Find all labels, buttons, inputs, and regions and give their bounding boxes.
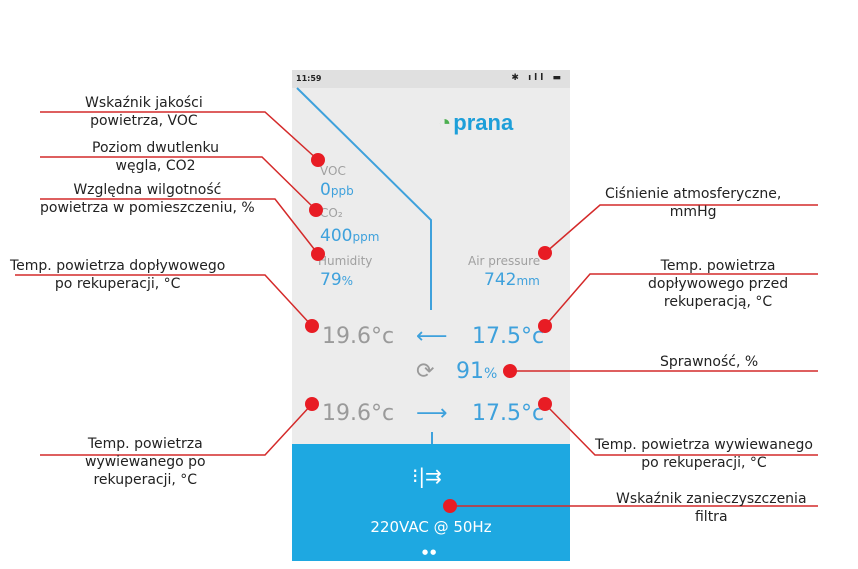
humidity-value: 79% [320, 270, 354, 290]
prana-logo: ◔prana [438, 110, 514, 135]
voc-value: 0ppb [320, 180, 354, 200]
annotation-efficiency: Sprawność, % [660, 354, 759, 370]
supply-temp-before: 17.5°c [472, 324, 545, 349]
power-info: 220VAC @ 50Hz [370, 518, 492, 536]
status-bar: 11:59 ✱ ıll ▬ [292, 70, 570, 88]
supply-temp-after: 19.6°c [322, 324, 395, 349]
filter-icon[interactable]: ⁝|⇉ [412, 464, 442, 488]
exhaust-temp-before: 17.5°c [472, 401, 545, 426]
page-indicator[interactable]: ●● [422, 548, 439, 556]
airflow-line [296, 87, 433, 444]
status-icons: ✱ ıll ▬ [511, 73, 564, 83]
annotation-pressure: Ciśnienie atmosferyczne,mmHg [605, 186, 782, 220]
efficiency-value: 91% [456, 359, 498, 384]
air-pressure-value: 742mm [484, 270, 540, 290]
arrow-right-icon: ⟶ [416, 401, 448, 426]
co2-value: 400ppm [320, 226, 380, 246]
voc-label: VOC [320, 164, 346, 178]
co2-label: CO₂ [320, 206, 343, 220]
air-pressure-label: Air pressure [468, 254, 541, 268]
exhaust-temp-after: 19.6°c [322, 401, 395, 426]
phone-screen: 11:59 ✱ ıll ▬ ◔prana VOC 0ppb CO₂ 400ppm… [292, 70, 570, 561]
device-panel[interactable]: ⁝|⇉ 220VAC @ 50Hz ●● [292, 444, 570, 561]
recuperation-icon: ⟳ [416, 359, 435, 384]
logo-leaf-icon: ◔ [438, 110, 452, 135]
arrow-left-icon: ⟵ [416, 324, 448, 349]
status-time: 11:59 [296, 74, 322, 83]
humidity-label: Humidity [318, 254, 373, 268]
